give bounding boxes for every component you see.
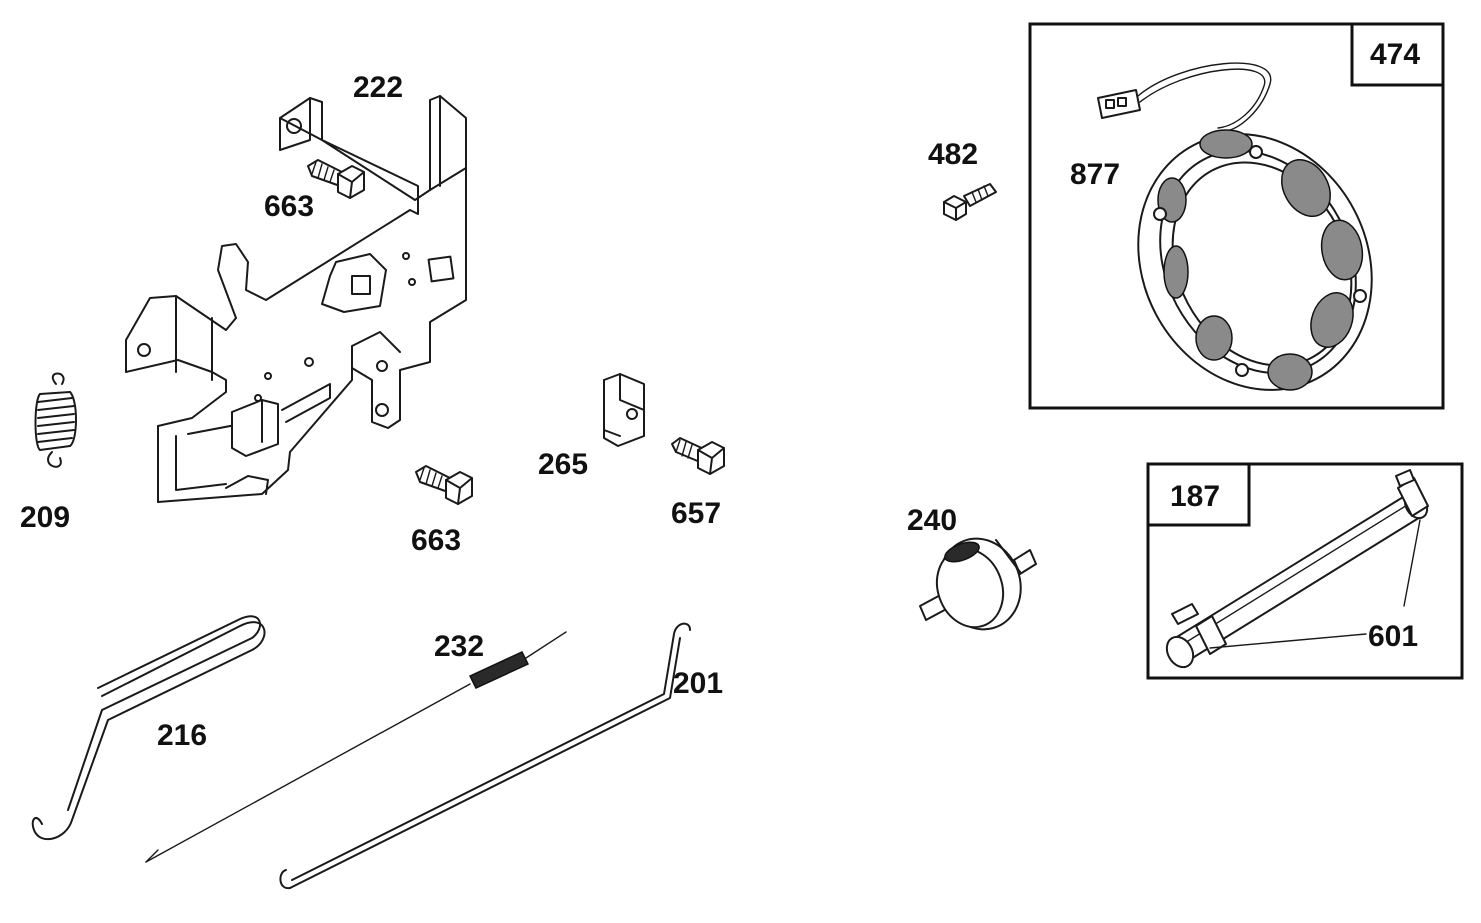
screw-657 (671, 437, 725, 475)
fuel-filter-240 (919, 537, 1037, 631)
fuel-line-box-187 (1146, 462, 1464, 680)
label-877: 877 (1070, 158, 1120, 191)
label-240: 240 (907, 504, 957, 537)
control-bracket-222 (125, 95, 467, 503)
alternator-stator-474 (1097, 62, 1373, 391)
label-box-187 (1146, 462, 1251, 527)
label-209: 209 (20, 501, 70, 534)
screw-663-lower (415, 465, 473, 505)
fuel-line-187 (1165, 469, 1429, 669)
spring-209 (34, 372, 77, 468)
label-601: 601 (1368, 620, 1418, 653)
alternator-box-474 (1028, 22, 1445, 410)
screw-663-upper (307, 159, 365, 199)
screw-482 (943, 183, 997, 221)
label-482: 482 (928, 138, 978, 171)
link-216 (31, 615, 266, 840)
label-222: 222 (353, 71, 403, 104)
leader-601-b (1209, 633, 1367, 649)
leader-601-a (1403, 519, 1421, 607)
label-657: 657 (671, 497, 721, 530)
label-201: 201 (673, 667, 723, 700)
label-663-upper: 663 (264, 190, 314, 223)
label-216: 216 (157, 719, 207, 752)
label-265: 265 (538, 448, 588, 481)
label-box-474 (1350, 22, 1445, 87)
label-474: 474 (1370, 38, 1420, 71)
clip-265 (603, 373, 645, 447)
label-232: 232 (434, 630, 484, 663)
throttle-rod-201 (279, 622, 691, 890)
governor-link-232 (145, 631, 567, 863)
label-187: 187 (1170, 480, 1220, 513)
label-663-lower: 663 (411, 524, 461, 557)
